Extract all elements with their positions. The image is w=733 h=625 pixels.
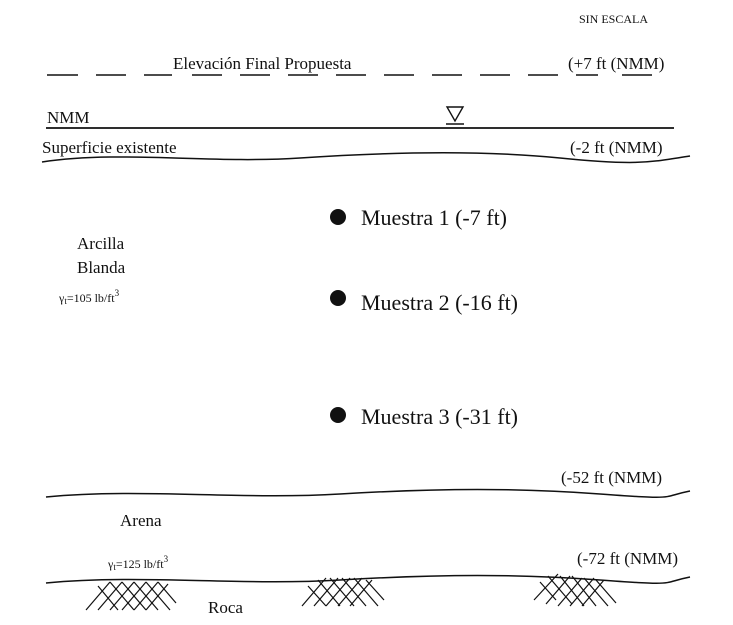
sand-layer-name: Arena	[120, 511, 162, 530]
clay-gamma-symbol: γ	[59, 291, 65, 305]
sample-1-marker	[330, 209, 346, 225]
clay-layer-name-line2: Blanda	[77, 258, 126, 277]
clay-gamma-value: =105 lb/ft	[66, 291, 115, 305]
sample-2-marker	[330, 290, 346, 306]
sample-3-marker	[330, 407, 346, 423]
existing-surface-line	[41, 151, 691, 164]
sand-gamma-symbol: γ	[108, 557, 114, 571]
sand-gamma-value: =125 lb/ft	[115, 557, 164, 571]
rock-layer-name: Roca	[208, 598, 243, 617]
sand-gamma-exponent: 3	[163, 554, 169, 564]
existing-surface-label: Superficie existente	[42, 138, 177, 157]
clay-sand-boundary-line	[45, 488, 691, 498]
sample-1-label: Muestra 1 (-7 ft)	[361, 205, 508, 230]
sand-gamma-subscript: t	[113, 562, 116, 572]
clay-unit-weight: γt=105 lb/ft3	[59, 289, 119, 306]
existing-surface-elevation: (-2 ft (NMM)	[570, 138, 663, 157]
water-level-label: NMM	[47, 108, 90, 127]
scale-note: SIN ESCALA	[579, 12, 649, 26]
water-table-icon	[445, 106, 465, 125]
clay-bottom-elevation: (-52 ft (NMM)	[561, 468, 663, 487]
proposed-elevation-label: Elevación Final Propuesta	[172, 54, 353, 73]
rock-hatch-pattern-center	[301, 577, 385, 607]
proposed-elevation-value: (+7 ft (NMM)	[568, 54, 665, 73]
sand-bottom-elevation: (-72 ft (NMM)	[577, 549, 679, 568]
sand-unit-weight: γt=125 lb/ft3	[108, 555, 168, 572]
sample-2-label: Muestra 2 (-16 ft)	[361, 290, 519, 315]
clay-layer-name-line1: Arcilla	[77, 234, 125, 253]
clay-gamma-subscript: t	[64, 296, 67, 306]
clay-gamma-exponent: 3	[114, 288, 120, 298]
rock-hatch-pattern-left	[85, 581, 177, 611]
sand-rock-boundary-line	[45, 574, 691, 584]
rock-hatch-pattern-right	[533, 573, 617, 607]
sample-3-label: Muestra 3 (-31 ft)	[361, 404, 519, 429]
